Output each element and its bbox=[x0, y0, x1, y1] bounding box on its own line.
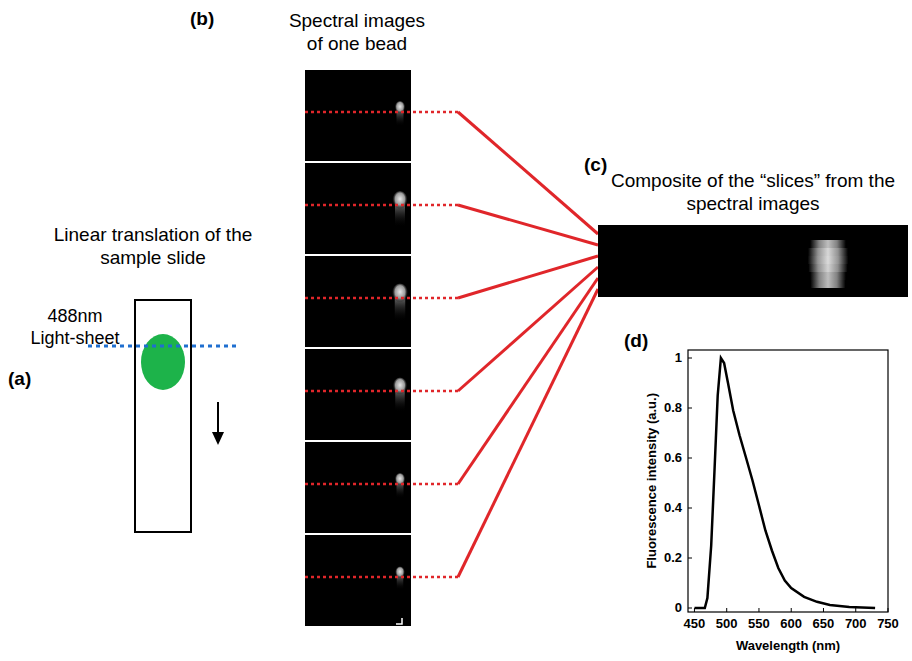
leader-line bbox=[458, 289, 598, 577]
label: 750 bbox=[868, 616, 908, 632]
label: 0.8 bbox=[642, 400, 682, 416]
label: 600 bbox=[771, 616, 811, 632]
composite-slice bbox=[808, 248, 848, 256]
tick bbox=[688, 508, 692, 509]
label: (b) bbox=[190, 8, 230, 31]
sample bbox=[141, 334, 185, 390]
composite-slice bbox=[808, 256, 849, 264]
label: (d) bbox=[624, 330, 664, 353]
slice-line bbox=[305, 111, 458, 114]
label: Composite of the “slices” from the spect… bbox=[600, 170, 906, 216]
tick bbox=[726, 608, 727, 612]
label: Wavelength (nm) bbox=[708, 638, 868, 654]
bead bbox=[392, 191, 408, 211]
spectral-frame bbox=[305, 163, 411, 254]
tick bbox=[688, 358, 692, 359]
sample-slide bbox=[135, 300, 191, 532]
label: 450 bbox=[674, 616, 714, 632]
composite-slice bbox=[808, 264, 847, 272]
bead bbox=[392, 284, 409, 305]
slice-line bbox=[305, 297, 458, 300]
plot-frame bbox=[688, 350, 888, 612]
translation-arrow bbox=[217, 402, 219, 436]
spectral-frame bbox=[305, 70, 411, 161]
label: Fluorescence intensity (a.u.) bbox=[644, 361, 660, 601]
label: 0.2 bbox=[642, 550, 682, 566]
label: 650 bbox=[803, 616, 843, 632]
label: (a) bbox=[8, 368, 48, 391]
leader-line bbox=[458, 256, 598, 298]
tick bbox=[823, 608, 824, 612]
label: 1 bbox=[642, 350, 682, 366]
composite-slice bbox=[810, 272, 846, 280]
tick bbox=[688, 408, 692, 409]
label: Spectral images of one bead bbox=[287, 10, 427, 56]
spectral-frame bbox=[305, 256, 411, 347]
arrow-head bbox=[212, 432, 224, 445]
label: 0.4 bbox=[642, 500, 682, 516]
scale-bar bbox=[396, 618, 402, 624]
tick bbox=[688, 458, 692, 459]
bead bbox=[392, 378, 407, 397]
spectral-frame bbox=[305, 535, 411, 626]
spectral-frame bbox=[305, 442, 411, 533]
slice-line bbox=[305, 204, 458, 207]
leader-line bbox=[458, 112, 598, 234]
spectral-frame bbox=[305, 349, 411, 440]
tick bbox=[688, 608, 692, 609]
slice-line bbox=[305, 390, 458, 393]
label: 550 bbox=[739, 616, 779, 632]
label: 500 bbox=[707, 616, 747, 632]
composite-slice bbox=[810, 240, 846, 248]
tick bbox=[888, 608, 889, 612]
slice-line bbox=[305, 576, 458, 579]
slice-line bbox=[305, 483, 458, 486]
tick bbox=[855, 608, 856, 612]
tick bbox=[791, 608, 792, 612]
composite-slice bbox=[810, 280, 845, 288]
spectrum-curve bbox=[695, 358, 876, 608]
label: 0 bbox=[642, 600, 682, 616]
tick bbox=[688, 558, 692, 559]
label: 0.6 bbox=[642, 450, 682, 466]
tick bbox=[758, 608, 759, 612]
composite-image bbox=[598, 225, 908, 297]
leader-line bbox=[458, 278, 598, 484]
leader-line bbox=[458, 205, 598, 245]
label: Linear translation of the sample slide bbox=[48, 224, 258, 270]
label: 700 bbox=[836, 616, 876, 632]
label: 488nm Light-sheet bbox=[30, 306, 120, 349]
